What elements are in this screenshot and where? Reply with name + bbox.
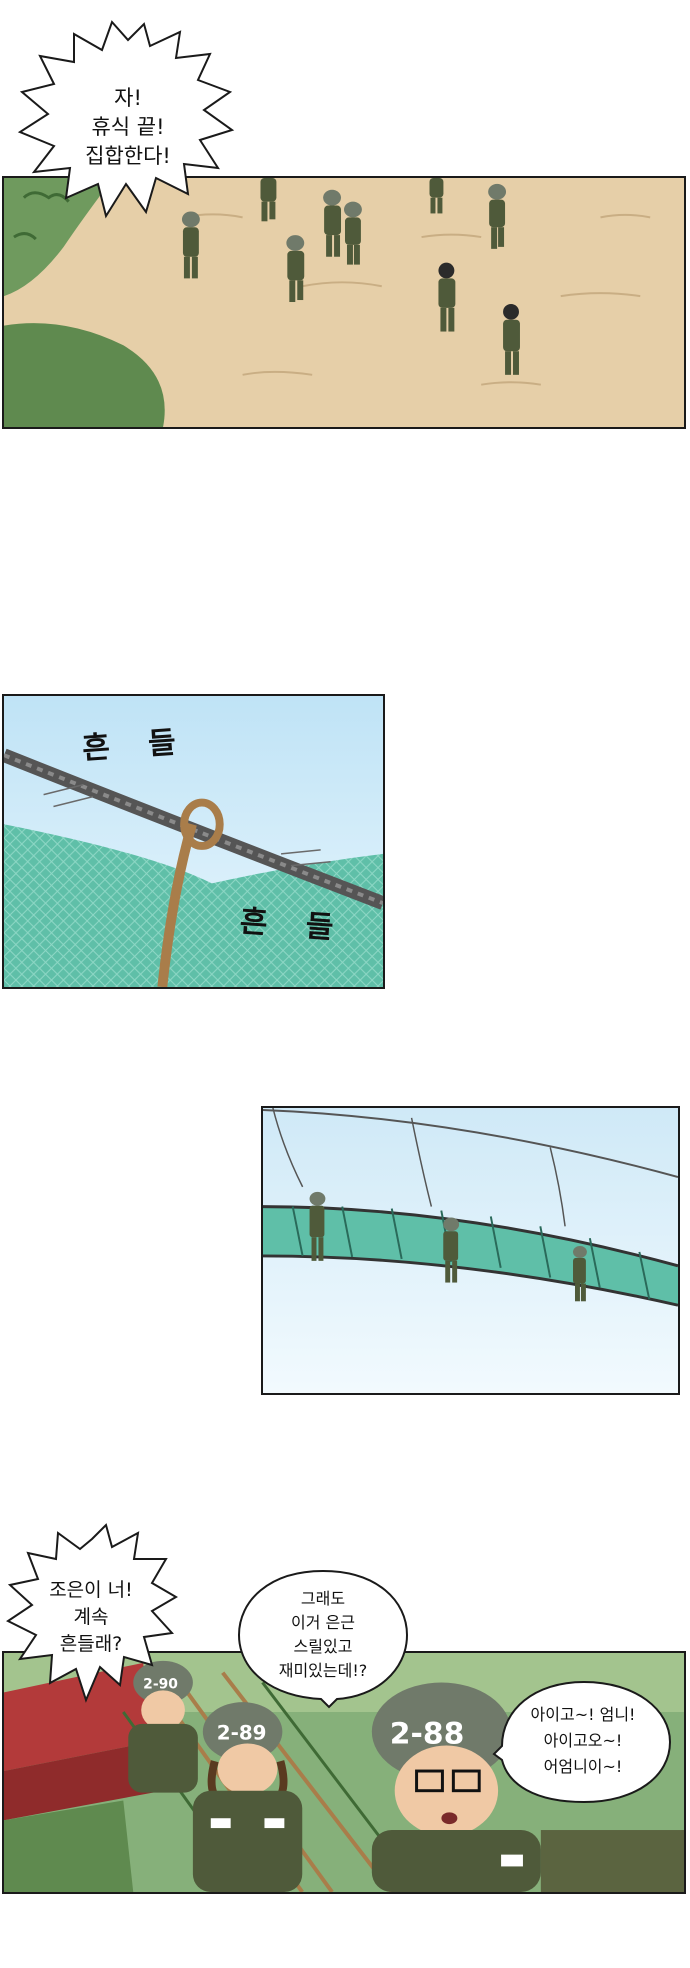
- training-field-illustration: [4, 178, 684, 427]
- helmet-label-2-90: 2-90: [143, 1676, 178, 1692]
- speech-line-2: 이거 은근: [291, 1613, 355, 1632]
- helmet-label-2-88: 2-88: [390, 1716, 465, 1751]
- speech-line-4: 재미있는데!?: [278, 1661, 368, 1680]
- speech-line-3: 어엄니이~!: [543, 1757, 623, 1776]
- speech-bubble-assembly: 자! 휴식 끝! 집합한다!: [17, 20, 238, 222]
- oval-bubble-shape: [237, 1569, 409, 1709]
- helmet-label-2-89: 2-89: [217, 1722, 267, 1745]
- spiky-bubble-shape: [6, 1523, 178, 1703]
- speech-line-1: 그래도: [300, 1589, 346, 1608]
- speech-line-3: 집합한다!: [85, 144, 171, 168]
- speech-line-2: 계속: [73, 1606, 109, 1628]
- soldiers-group: [181, 178, 520, 375]
- speech-line-2: 휴식 끝!: [91, 115, 165, 139]
- speech-line-3: 스릴있고: [293, 1637, 353, 1656]
- speech-bubble-mother: 아이고~! 엄니! 아이고오~! 어엄니이~!: [492, 1680, 672, 1806]
- speech-bubble-keep-shaking: 조은이 너! 계속 흔들래?: [6, 1523, 178, 1703]
- panel-trainees-closeup: 2-90 2-89 2-88: [2, 1651, 686, 1894]
- speech-line-2: 아이고오~!: [543, 1731, 623, 1750]
- panel-bridge-crossing: [261, 1106, 680, 1395]
- spiky-bubble-shape: [17, 20, 235, 219]
- speech-line-1: 아이고~! 엄니!: [530, 1705, 636, 1724]
- speech-line-1: 조은이 너!: [49, 1579, 133, 1601]
- trainee-2-88: [371, 1682, 684, 1892]
- speech-bubble-thrilling: 그래도 이거 은근 스릴있고 재미있는데!?: [237, 1567, 409, 1709]
- speech-line-3: 흔들래?: [59, 1633, 123, 1655]
- trainee-2-90: [128, 1660, 198, 1793]
- rope-closeup-illustration: [4, 696, 383, 987]
- trainees-closeup-illustration: 2-90 2-89 2-88: [4, 1653, 684, 1892]
- sfx-sway-top: 흔 들: [81, 724, 191, 767]
- speech-line-1: 자!: [114, 86, 142, 110]
- oval-bubble-shape: [492, 1680, 672, 1804]
- trainee-2-89: [192, 1702, 303, 1892]
- panel-training-field: [2, 176, 686, 429]
- bridge-crossing-illustration: [263, 1108, 678, 1393]
- panel-rope-bridge-closeup: [2, 694, 385, 989]
- sfx-sway-bottom: 흔 들: [238, 904, 349, 947]
